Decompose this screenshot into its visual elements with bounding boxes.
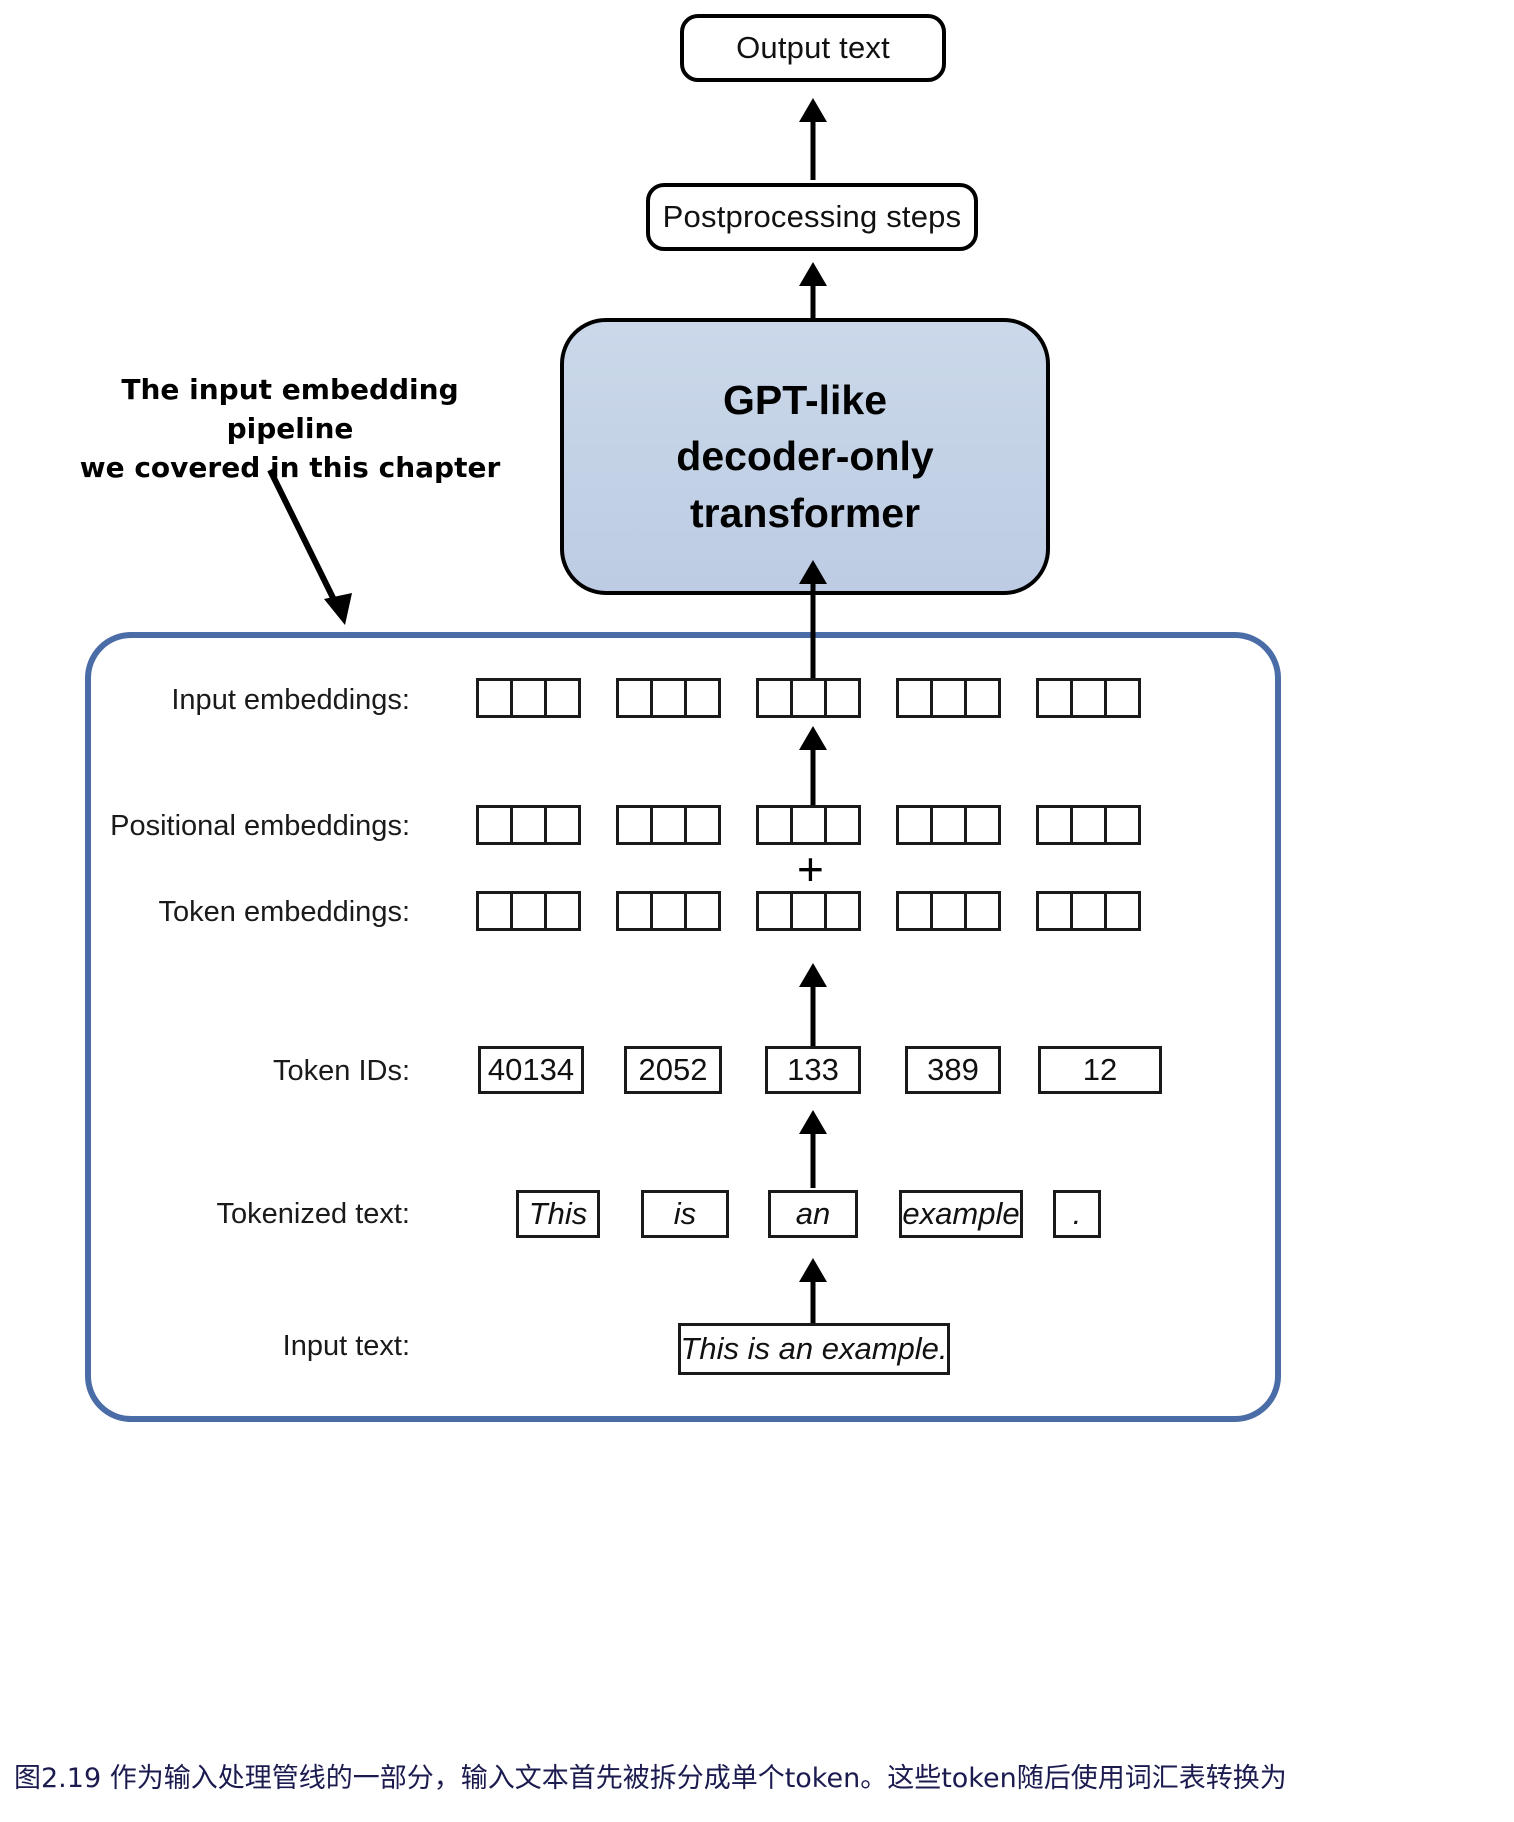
positional-embeddings-group-3 xyxy=(756,805,861,845)
arrow-shaft xyxy=(810,580,816,680)
embedding-cell xyxy=(930,678,967,718)
embedding-cell xyxy=(684,678,721,718)
token-id-box-2: 2052 xyxy=(624,1046,722,1094)
token-id-box-4: 389 xyxy=(905,1046,1001,1094)
embedding-cell xyxy=(1036,891,1073,931)
embedding-cell xyxy=(476,678,513,718)
token-embeddings-group-1 xyxy=(476,891,581,931)
row-label-positional-embeddings: Positional embeddings: xyxy=(110,810,410,842)
caption-line-1: 图2.19 作为输入处理管线的一部分，输入文本首先被拆分成单个token。这些t… xyxy=(14,1762,1287,1794)
embedding-cell xyxy=(650,891,687,931)
embedding-cell xyxy=(684,805,721,845)
input-embeddings-group-1 xyxy=(476,678,581,718)
embedding-cell xyxy=(756,805,793,845)
embedding-cell xyxy=(650,805,687,845)
arrow-shaft xyxy=(810,983,816,1049)
positional-embeddings-group-2 xyxy=(616,805,721,845)
row-label-tokenized-text: Tokenized text: xyxy=(216,1198,410,1230)
embedding-cell xyxy=(896,805,933,845)
embedding-cell xyxy=(824,805,861,845)
embedding-cell xyxy=(930,805,967,845)
annotation-arrow xyxy=(267,468,352,625)
arrow-shaft xyxy=(810,282,816,322)
embedding-cell xyxy=(1104,678,1141,718)
arrow-shaft xyxy=(810,118,816,180)
embedding-cell xyxy=(790,678,827,718)
gpt-decoder-block: GPT-like decoder-only transformer xyxy=(560,318,1050,595)
embedding-cell xyxy=(1036,678,1073,718)
embedding-cell xyxy=(476,891,513,931)
embedding-cell xyxy=(930,891,967,931)
row-label-input-embeddings: Input embeddings: xyxy=(171,684,410,716)
model-block-line-2: decoder-only xyxy=(676,433,934,480)
embedding-cell xyxy=(544,805,581,845)
embedding-cell xyxy=(1104,805,1141,845)
positional-embeddings-group-1 xyxy=(476,805,581,845)
embedding-cell xyxy=(510,891,547,931)
postprocessing-steps-label: Postprocessing steps xyxy=(662,199,962,234)
tokenized-text-box-3: an xyxy=(768,1190,858,1238)
plus-sign: + xyxy=(797,843,824,895)
input-text-box: This is an example. xyxy=(678,1323,950,1375)
embedding-cell xyxy=(896,678,933,718)
embedding-cell xyxy=(684,891,721,931)
embedding-cell xyxy=(616,891,653,931)
embedding-cell xyxy=(510,678,547,718)
tokenized-text-box-4: example xyxy=(899,1190,1023,1238)
embedding-cell xyxy=(1104,891,1141,931)
row-label-input-text: Input text: xyxy=(282,1330,410,1362)
input-embeddings-group-5 xyxy=(1036,678,1141,718)
token-id-box-5: 12 xyxy=(1038,1046,1162,1094)
token-id-box-1: 40134 xyxy=(478,1046,584,1094)
embedding-cell xyxy=(476,805,513,845)
embedding-cell xyxy=(896,891,933,931)
arrow-shaft xyxy=(810,1278,816,1336)
token-embeddings-group-3 xyxy=(756,891,861,931)
embedding-cell xyxy=(1070,891,1107,931)
embedding-cell xyxy=(756,891,793,931)
embedding-cell xyxy=(790,805,827,845)
embedding-cell xyxy=(1070,678,1107,718)
embedding-cell xyxy=(824,678,861,718)
embedding-cell xyxy=(964,805,1001,845)
embedding-cell xyxy=(510,805,547,845)
embedding-cell xyxy=(544,891,581,931)
positional-embeddings-group-5 xyxy=(1036,805,1141,845)
output-text-label: Output text xyxy=(736,30,890,65)
tokenized-text-box-2: is xyxy=(641,1190,729,1238)
embedding-cell xyxy=(544,678,581,718)
embedding-cell xyxy=(616,805,653,845)
postprocessing-steps-box: Postprocessing steps xyxy=(646,183,978,251)
arrow-shaft xyxy=(810,746,816,806)
row-label-token-embeddings: Token embeddings: xyxy=(158,896,411,928)
tokenized-text-box-5: . xyxy=(1053,1190,1101,1238)
embedding-cell xyxy=(964,891,1001,931)
token-embeddings-group-2 xyxy=(616,891,721,931)
embedding-cell xyxy=(964,678,1001,718)
figure-caption: 图2.19 作为输入处理管线的一部分，输入文本首先被拆分成单个token。这些t… xyxy=(14,1718,1504,1822)
embedding-cell xyxy=(1070,805,1107,845)
model-block-line-1: GPT-like xyxy=(722,376,888,423)
embedding-cell xyxy=(756,678,793,718)
token-id-box-3: 133 xyxy=(765,1046,861,1094)
embedding-cell xyxy=(650,678,687,718)
input-embeddings-group-4 xyxy=(896,678,1001,718)
model-block-line-3: transformer xyxy=(689,489,921,536)
token-embeddings-group-4 xyxy=(896,891,1001,931)
embedding-cell xyxy=(1036,805,1073,845)
token-embeddings-group-5 xyxy=(1036,891,1141,931)
input-embedding-pipeline-container xyxy=(85,632,1281,1422)
arrow-shaft xyxy=(810,1130,816,1188)
embedding-cell xyxy=(616,678,653,718)
tokenized-text-box-1: This xyxy=(516,1190,600,1238)
positional-embeddings-group-4 xyxy=(896,805,1001,845)
embedding-cell xyxy=(790,891,827,931)
embedding-cell xyxy=(824,891,861,931)
row-label-token-ids: Token IDs: xyxy=(273,1055,410,1087)
input-embeddings-group-3 xyxy=(756,678,861,718)
output-text-box: Output text xyxy=(680,14,946,82)
annotation-text: The input embedding pipeline we covered … xyxy=(79,373,501,485)
input-embeddings-group-2 xyxy=(616,678,721,718)
